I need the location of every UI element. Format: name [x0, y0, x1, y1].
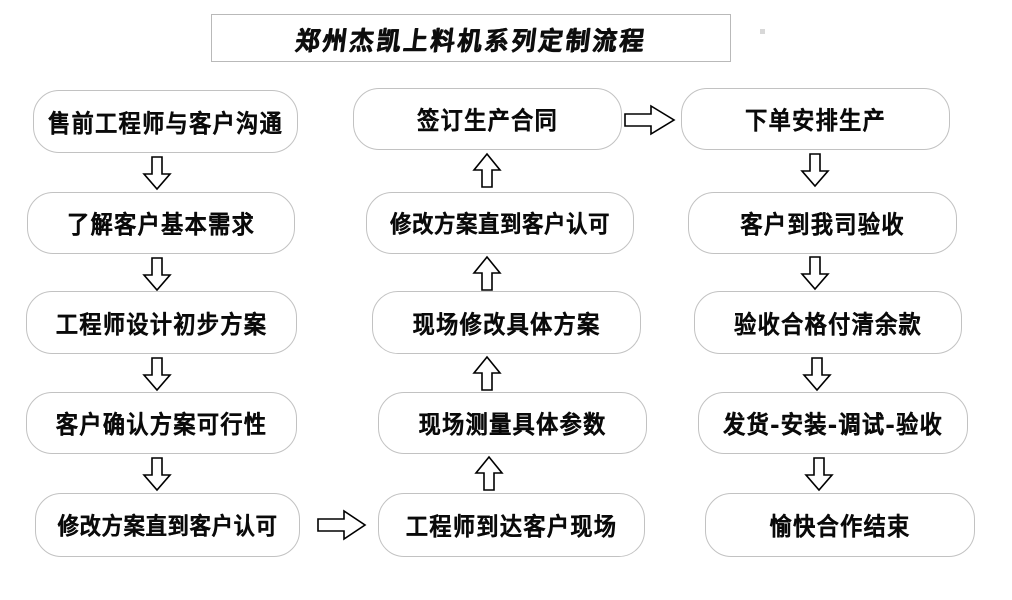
- node-m1-label: 签订生产合同: [416, 106, 558, 136]
- arrow-down-icon-r3-r4: [800, 357, 834, 392]
- arrow-up-icon-m2-m1: [470, 152, 504, 188]
- node-m3-label: 现场修改具体方案: [412, 310, 601, 339]
- node-l5-label: 修改方案直到客户认可: [57, 511, 278, 540]
- node-l3[interactable]: 工程师设计初步方案: [26, 291, 297, 354]
- node-m2-label: 修改方案直到客户认可: [390, 209, 610, 238]
- node-r5[interactable]: 愉快合作结束: [705, 493, 975, 557]
- node-r4-label: 发货-安装-调试-验收: [723, 410, 943, 440]
- node-r1[interactable]: 下单安排生产: [681, 88, 950, 150]
- watermark-dot-icon: [760, 29, 765, 34]
- arrow-down-icon-r4-r5: [802, 457, 836, 492]
- node-r2[interactable]: 客户到我司验收: [688, 192, 957, 254]
- node-r3-label: 验收合格付清余款: [733, 310, 922, 339]
- node-l3-label: 工程师设计初步方案: [55, 310, 268, 339]
- arrow-up-icon-m3-m2: [470, 255, 504, 291]
- node-l4-label: 客户确认方案可行性: [55, 410, 268, 440]
- node-l5[interactable]: 修改方案直到客户认可: [35, 493, 300, 557]
- node-m3[interactable]: 现场修改具体方案: [372, 291, 641, 354]
- arrow-down-icon-l1-l2: [140, 156, 174, 191]
- node-m4-label: 现场测量具体参数: [418, 410, 607, 440]
- arrow-down-icon-r2-r3: [798, 256, 832, 291]
- node-m5-label: 工程师到达客户现场: [405, 512, 618, 542]
- diagram-title-box: 郑州杰凯上料机系列定制流程: [211, 14, 731, 62]
- arrow-down-icon-r1-r2: [798, 153, 832, 188]
- node-r3[interactable]: 验收合格付清余款: [694, 291, 962, 354]
- arrow-down-icon-l2-l3: [140, 257, 174, 292]
- node-m5[interactable]: 工程师到达客户现场: [378, 493, 645, 557]
- node-m2[interactable]: 修改方案直到客户认可: [366, 192, 634, 254]
- arrow-right-icon-l5-m5: [317, 509, 368, 541]
- node-m1[interactable]: 签订生产合同: [353, 88, 622, 150]
- node-r2-label: 客户到我司验收: [740, 210, 905, 240]
- arrow-down-icon-l3-l4: [140, 357, 174, 392]
- node-r1-label: 下单安排生产: [744, 106, 886, 136]
- node-m4[interactable]: 现场测量具体参数: [378, 392, 647, 454]
- arrow-up-icon-m5-m4: [472, 455, 506, 491]
- node-r5-label: 愉快合作结束: [769, 512, 911, 542]
- node-l1-label: 售前工程师与客户沟通: [47, 109, 283, 138]
- node-l4[interactable]: 客户确认方案可行性: [26, 392, 297, 454]
- node-l2[interactable]: 了解客户基本需求: [27, 192, 295, 254]
- node-r4[interactable]: 发货-安装-调试-验收: [698, 392, 968, 454]
- arrow-down-icon-l4-l5: [140, 457, 174, 492]
- arrow-right-icon-m1-r1: [624, 104, 677, 136]
- diagram-title-text: 郑州杰凯上料机系列定制流程: [293, 24, 649, 56]
- node-l2-label: 了解客户基本需求: [66, 210, 255, 240]
- arrow-up-icon-m4-m3: [470, 355, 504, 391]
- node-l1[interactable]: 售前工程师与客户沟通: [33, 90, 298, 153]
